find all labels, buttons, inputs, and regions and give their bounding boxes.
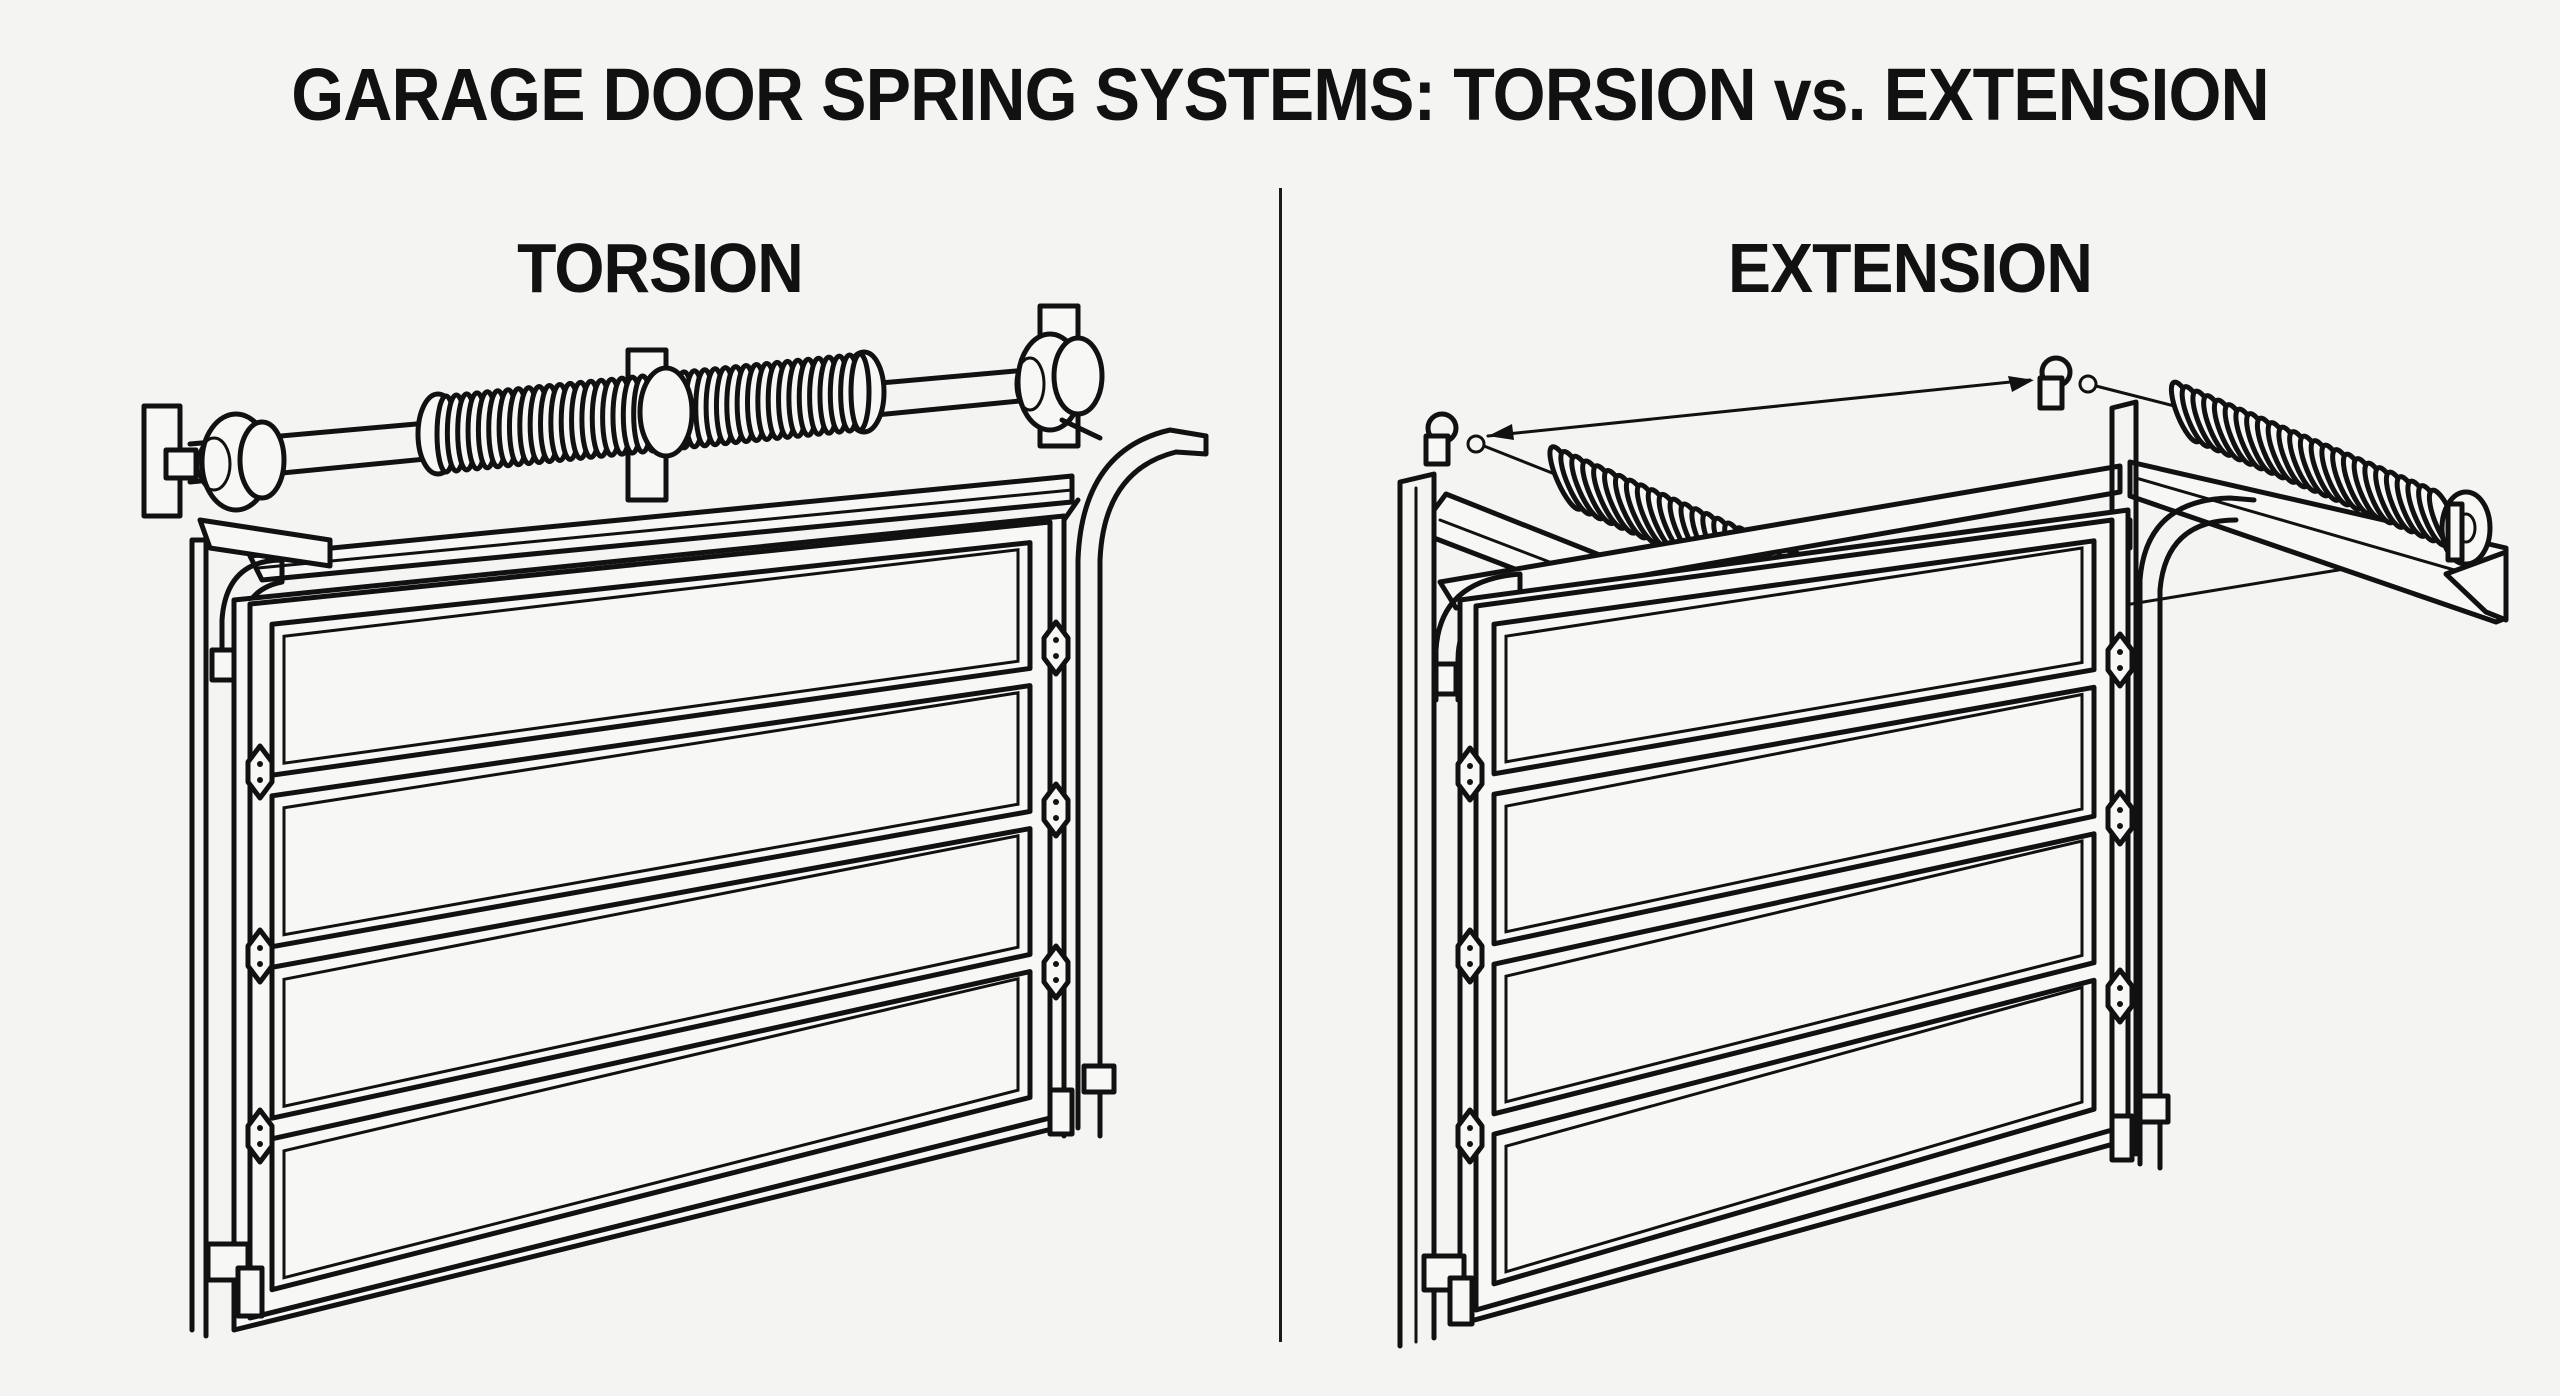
extension-door-hinges <box>1458 634 2132 1162</box>
extension-right-spring <box>2166 379 2490 564</box>
torsion-spring <box>418 352 884 474</box>
torsion-panel-title: TORSION <box>517 229 804 307</box>
extension-bottom-left-bracket <box>1424 1256 1472 1324</box>
diagram-title: GARAGE DOOR SPRING SYSTEMS: TORSION vs. … <box>291 53 2269 136</box>
extension-left-eye-bolt <box>1426 414 1484 464</box>
extension-top-arrow <box>1488 376 2034 440</box>
torsion-door <box>234 516 1064 1330</box>
torsion-illustration <box>144 306 1206 1336</box>
extension-panel-title: EXTENSION <box>1728 229 2093 307</box>
torsion-spring-center-plug <box>640 368 692 456</box>
torsion-door-hinges <box>248 622 1068 1162</box>
torsion-left-cable-drum <box>198 414 284 510</box>
torsion-bottom-right-bracket <box>1050 1066 1114 1134</box>
torsion-bottom-left-bracket <box>208 1244 262 1316</box>
extension-door <box>1460 510 2128 1324</box>
torsion-left-end-cap <box>166 450 196 478</box>
extension-door-panels <box>1494 541 2094 1284</box>
extension-header-track <box>1440 466 2120 608</box>
extension-bottom-right-bracket <box>2112 1096 2168 1160</box>
torsion-door-panels <box>272 543 1030 1290</box>
torsion-header-track <box>200 476 1072 580</box>
extension-illustration <box>1400 358 2506 1346</box>
torsion-right-track <box>1062 420 1206 1136</box>
torsion-right-cable-drum <box>1016 334 1102 430</box>
panel-divider <box>1279 188 1282 1342</box>
extension-right-eye-bolt <box>2040 358 2096 408</box>
